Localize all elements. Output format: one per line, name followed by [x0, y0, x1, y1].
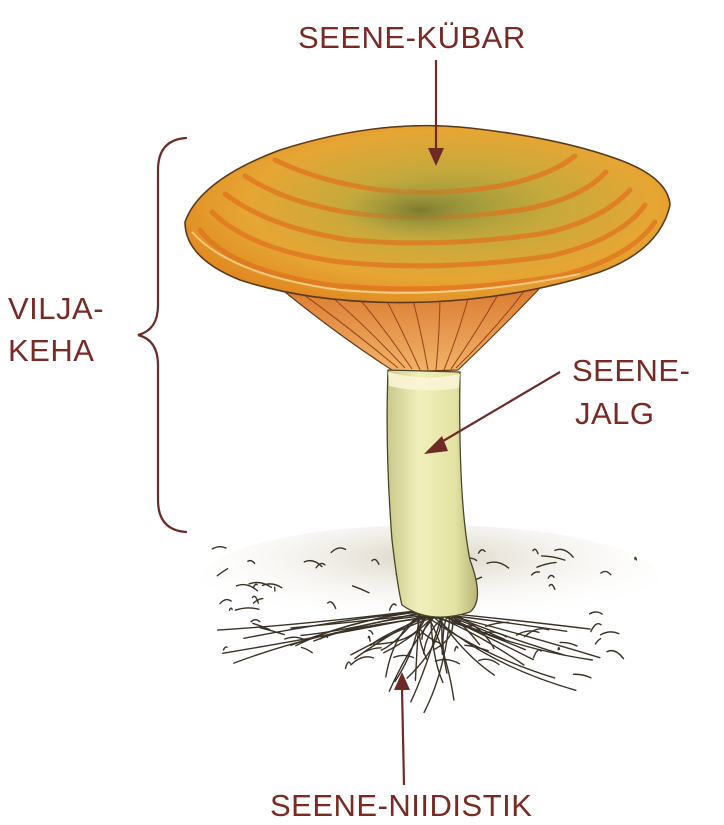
mycelium-hypha — [479, 659, 499, 664]
label-fruiting-body-line2: KEHA — [8, 335, 94, 366]
mycelium-hypha — [351, 657, 374, 665]
mycelium-hypha — [346, 662, 351, 668]
mycelium-arrow — [402, 688, 404, 785]
mycelium-hypha — [223, 647, 227, 650]
mycelium-hypha — [229, 608, 232, 610]
label-fruiting-body-line1: VILJA- — [8, 293, 104, 324]
mycelium-hypha — [212, 547, 226, 549]
label-cap: SEENE-KÜBAR — [298, 22, 526, 53]
mycelium-hypha — [455, 647, 458, 651]
mycelium-hypha — [534, 650, 542, 658]
mycelium-hypha — [368, 636, 370, 641]
label-stem-line2: JALG — [575, 398, 655, 429]
cap-depression — [335, 180, 505, 240]
stem — [387, 370, 477, 617]
fruiting-body-brace — [138, 138, 186, 532]
mycelium-hypha — [394, 655, 414, 657]
mycelium-hypha — [635, 557, 637, 560]
label-stem-line1: SEENE- — [572, 355, 690, 386]
mycelium-hypha — [436, 660, 460, 664]
mycelium-hypha — [601, 632, 619, 635]
mycelium-hypha — [574, 674, 591, 678]
label-mycelium: SEENE-NIIDISTIK — [270, 790, 532, 821]
mycelium-hypha — [525, 629, 549, 637]
mycelium-hypha — [607, 651, 624, 659]
mycelium-hypha — [251, 620, 260, 622]
mycelium-hypha — [595, 639, 600, 644]
mycelium-hypha — [558, 648, 559, 650]
mycelium-hypha — [302, 648, 313, 653]
mycelium-hypha — [591, 624, 601, 632]
mycelium-hypha — [560, 642, 577, 646]
